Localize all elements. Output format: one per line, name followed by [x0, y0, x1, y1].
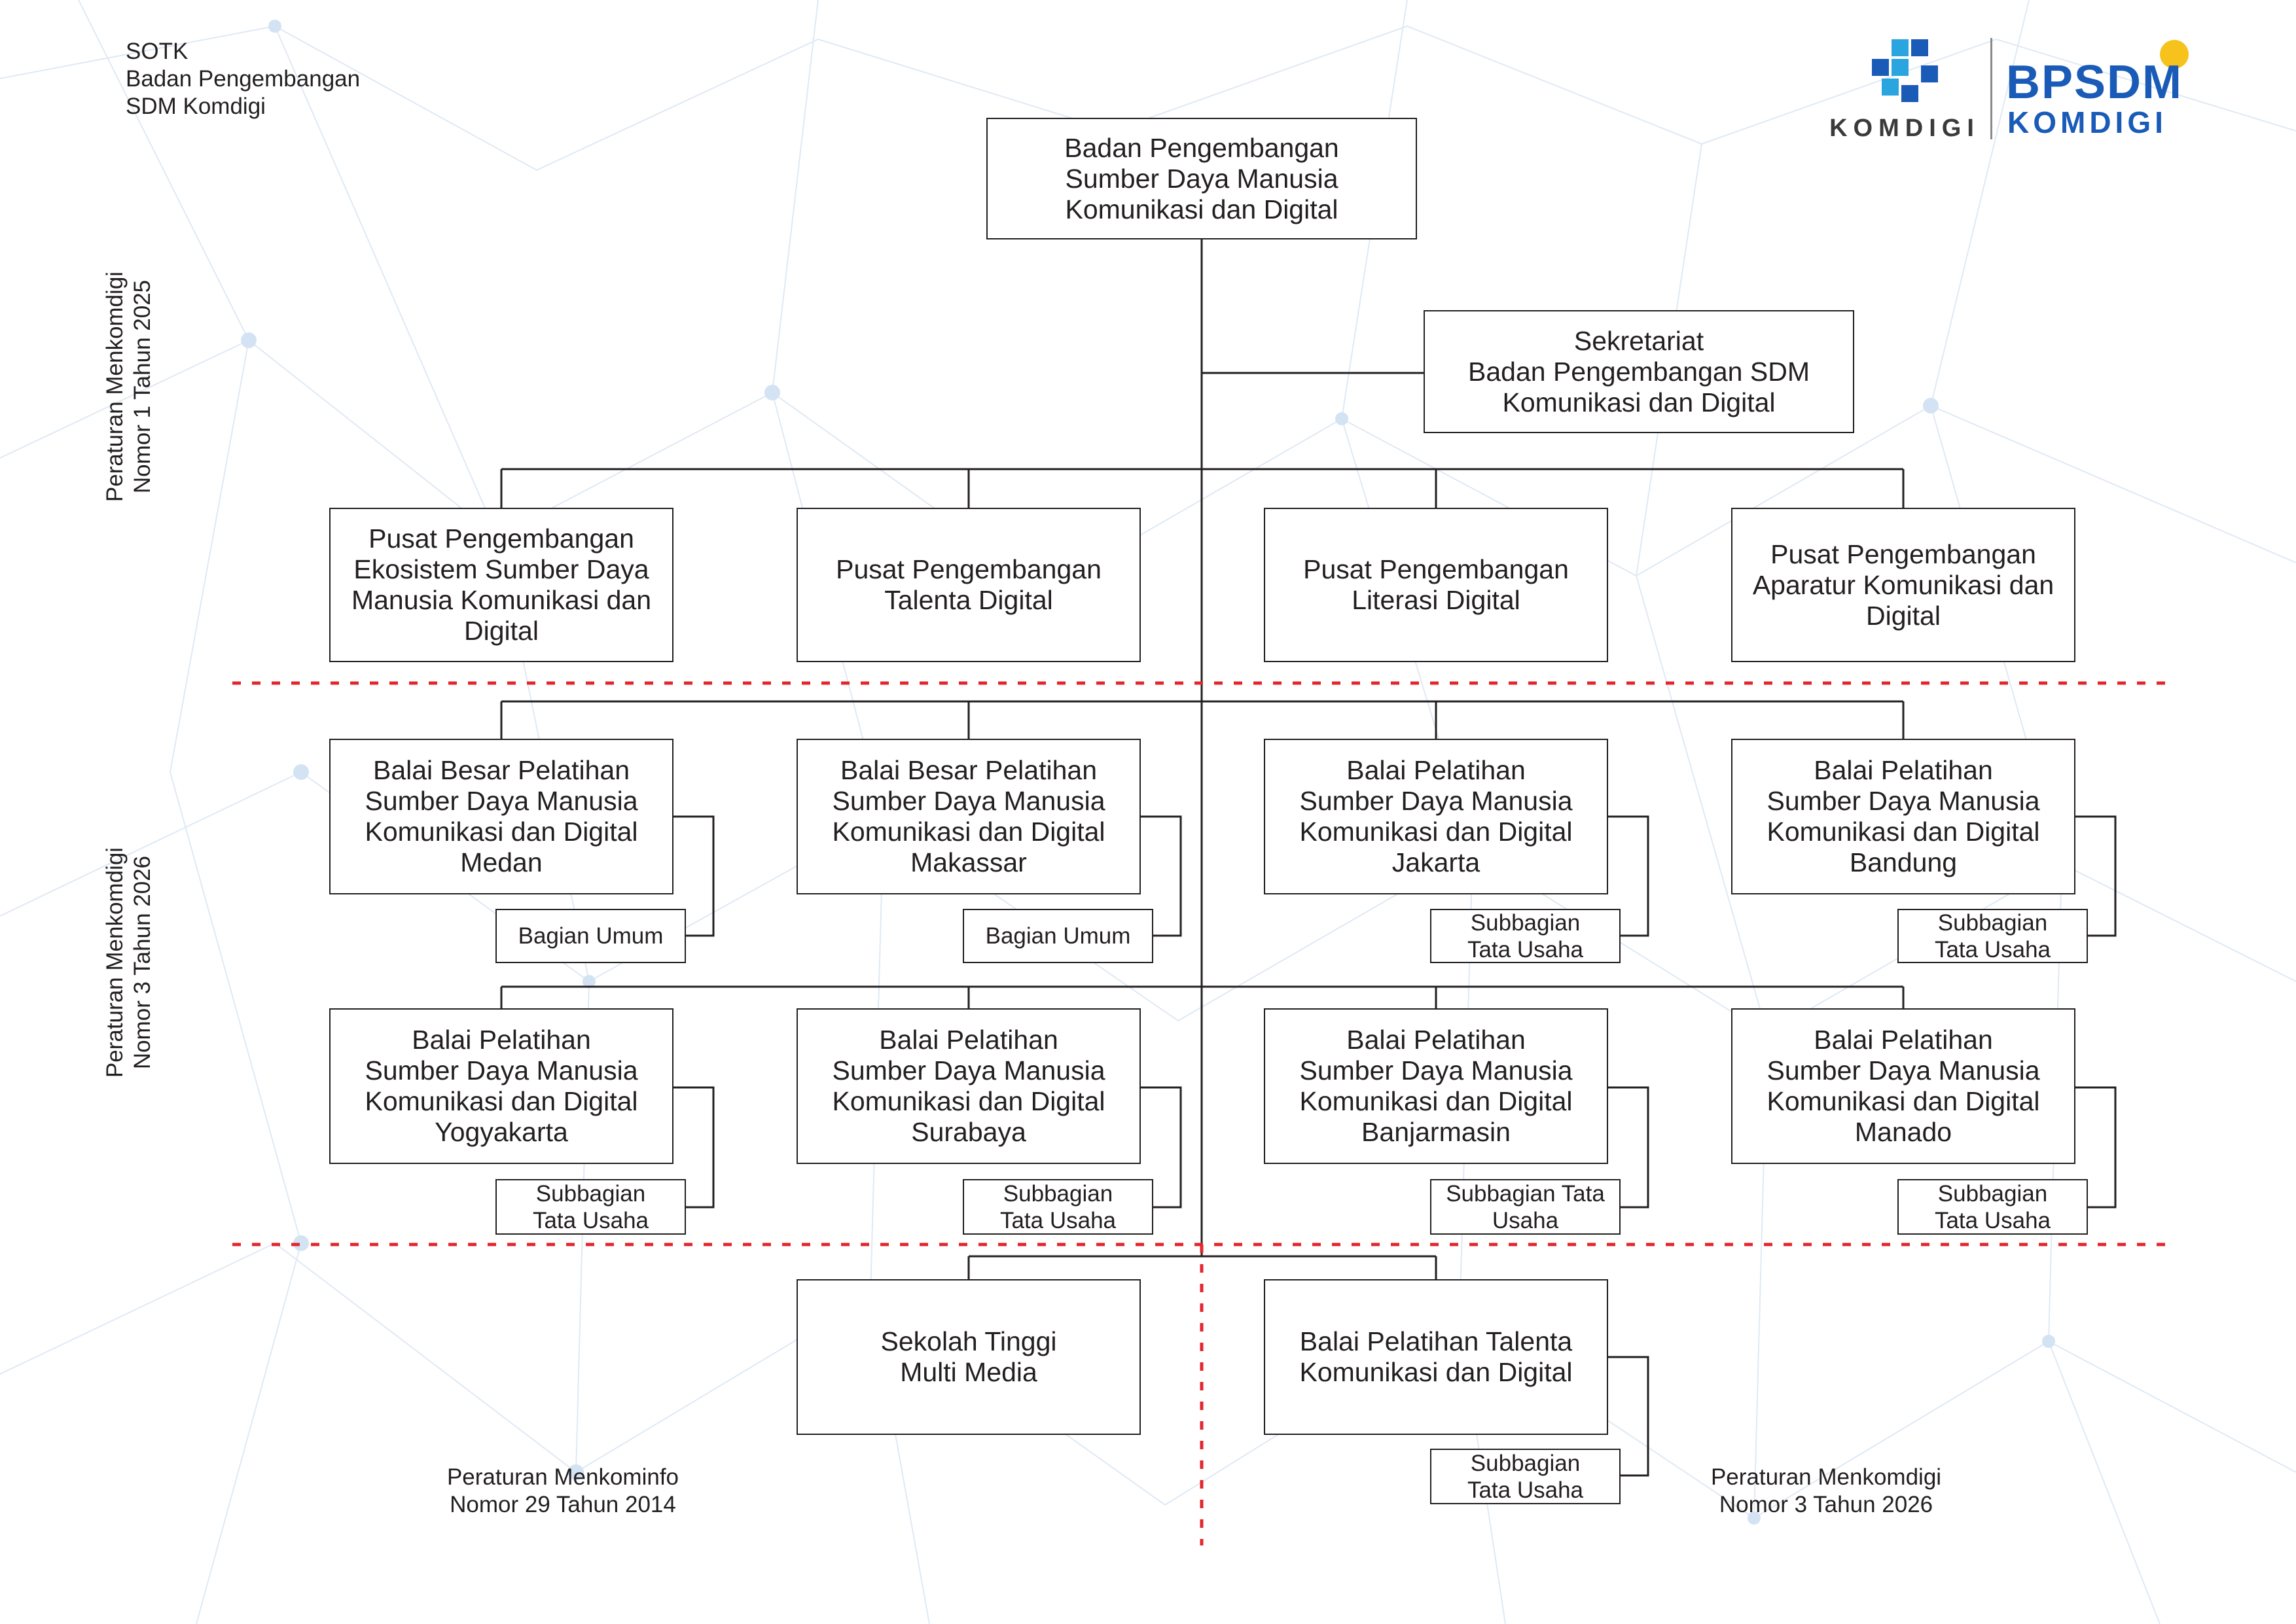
balai-talenta-box: Balai Pelatihan Talenta Komunikasi dan D…	[1264, 1279, 1608, 1435]
center-ecosystem-box: Pusat Pengembangan Ekosistem Sumber Daya…	[329, 508, 673, 662]
subunit-makassar-box: Bagian Umum	[963, 909, 1153, 963]
subunit-banjarmasin-box: Subbagian Tata Usaha	[1430, 1179, 1621, 1235]
balai-makassar-box: Balai Besar Pelatihan Sumber Daya Manusi…	[797, 739, 1141, 894]
regulation-label-upper: Peraturan Menkomdigi Nomor 1 Tahun 2025	[102, 271, 155, 503]
balai-yogyakarta-box: Balai Pelatihan Sumber Daya Manusia Komu…	[329, 1008, 673, 1164]
balai-medan-box: Balai Besar Pelatihan Sumber Daya Manusi…	[329, 739, 673, 894]
balai-jakarta-box: Balai Pelatihan Sumber Daya Manusia Komu…	[1264, 739, 1608, 894]
subunit-medan-box: Bagian Umum	[495, 909, 686, 963]
komdigi-logo: KOMDIGI	[1826, 36, 1983, 144]
center-apparatus-box: Pusat Pengembangan Aparatur Komunikasi d…	[1731, 508, 2075, 662]
balai-banjarmasin-box: Balai Pelatihan Sumber Daya Manusia Komu…	[1264, 1008, 1608, 1164]
komdigi-cross-icon	[1872, 39, 1938, 102]
regulation-note-left: Peraturan Menkominfo Nomor 29 Tahun 2014	[446, 1464, 679, 1517]
regulation-note-right: Peraturan Menkomdigi Nomor 3 Tahun 2026	[1710, 1464, 1942, 1517]
subunit-talenta-box: Subbagian Tata Usaha	[1430, 1449, 1621, 1504]
subunit-jakarta-box: Subbagian Tata Usaha	[1430, 909, 1621, 963]
bpsdm-wordmark: BPSDM	[2006, 56, 2183, 109]
document-title: SOTK Badan Pengembangan SDM Komdigi	[126, 39, 361, 119]
regulation-label-middle: Peraturan Menkomdigi Nomor 3 Tahun 2026	[102, 847, 155, 1078]
secretariat-box: Sekretariat Badan Pengembangan SDM Komun…	[1424, 310, 1854, 433]
center-literacy-box: Pusat Pengembangan Literasi Digital	[1264, 508, 1608, 662]
balai-bandung-box: Balai Pelatihan Sumber Daya Manusia Komu…	[1731, 739, 2075, 894]
subunit-yogyakarta-box: Subbagian Tata Usaha	[495, 1179, 686, 1235]
subunit-manado-box: Subbagian Tata Usaha	[1897, 1179, 2088, 1235]
balai-manado-box: Balai Pelatihan Sumber Daya Manusia Komu…	[1731, 1008, 2075, 1164]
sun-icon	[2160, 40, 2189, 69]
bpsdm-komdigi-wordmark: KOMDIGI	[2007, 105, 2167, 139]
logo-divider	[1990, 38, 1992, 139]
balai-surabaya-box: Balai Pelatihan Sumber Daya Manusia Komu…	[797, 1008, 1141, 1164]
center-talent-box: Pusat Pengembangan Talenta Digital	[797, 508, 1141, 662]
subunit-bandung-box: Subbagian Tata Usaha	[1897, 909, 2088, 963]
head-agency-box: Badan Pengembangan Sumber Daya Manusia K…	[986, 118, 1417, 239]
bpsdm-logo: BPSDM KOMDIGI	[2006, 40, 2196, 144]
komdigi-wordmark: KOMDIGI	[1829, 115, 1980, 142]
subunit-surabaya-box: Subbagian Tata Usaha	[963, 1179, 1153, 1235]
sekolah-tinggi-box: Sekolah Tinggi Multi Media	[797, 1279, 1141, 1435]
